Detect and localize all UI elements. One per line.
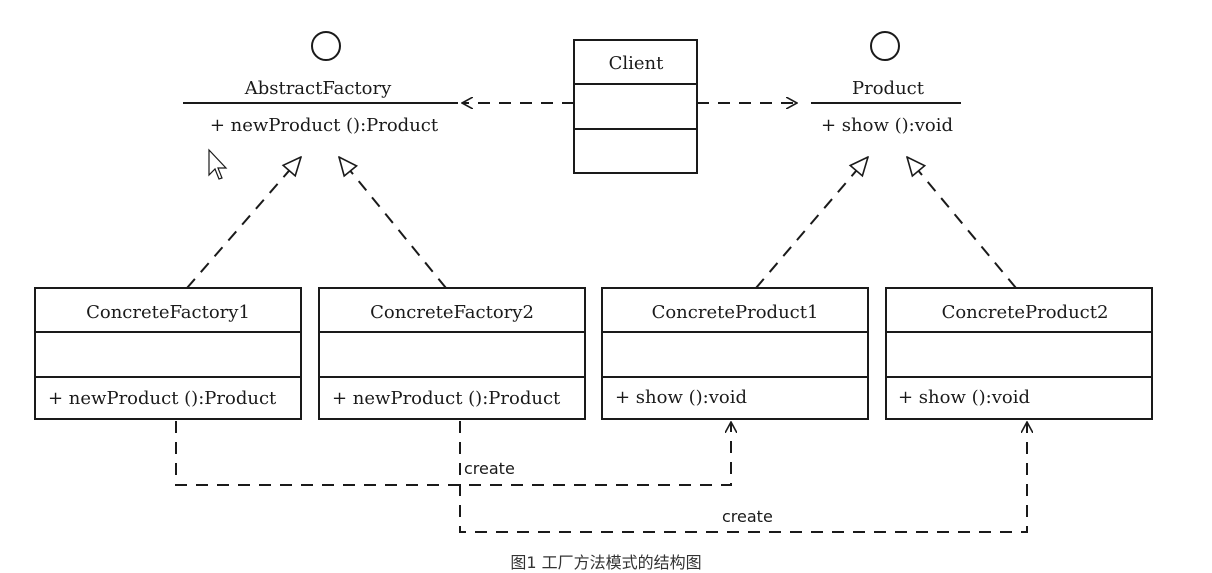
- concrete-product-1-box: [601, 287, 869, 420]
- create-label-2: create: [722, 507, 773, 526]
- product-interface: Product + show ():void: [811, 31, 961, 136]
- figure-caption: 图1 工厂方法模式的结构图: [510, 553, 702, 572]
- mouse-pointer-icon: [208, 148, 228, 180]
- abstract-factory-method: + newProduct ():Product: [210, 115, 439, 136]
- client-class: Client: [573, 39, 698, 174]
- product-name: Product: [852, 78, 925, 99]
- client-box: [573, 39, 698, 174]
- concrete-factory-2-box: [318, 287, 586, 420]
- concrete-factory-2-method: + newProduct ():Product: [332, 388, 561, 409]
- concrete-product-2-name: ConcreteProduct2: [942, 302, 1109, 323]
- product-2-realization-arrow: [907, 157, 1017, 289]
- create-dependency-1: [175, 421, 731, 486]
- concrete-product-1-class: ConcreteProduct1 + show ():void: [601, 287, 869, 420]
- abstract-factory-lollipop: [311, 31, 341, 61]
- client-name: Client: [609, 53, 665, 74]
- abstract-factory-interface: AbstractFactory + newProduct ():Product: [183, 31, 458, 136]
- factory-1-realization-arrow: [186, 157, 301, 289]
- factory-2-realization-arrow: [339, 157, 447, 289]
- concrete-product-1-name: ConcreteProduct1: [652, 302, 819, 323]
- concrete-factory-1-box: [34, 287, 302, 420]
- product-lollipop: [870, 31, 900, 61]
- create-label-1: create: [464, 459, 515, 478]
- concrete-product-2-method: + show ():void: [898, 387, 1030, 408]
- concrete-product-2-box: [885, 287, 1153, 420]
- concrete-factory-1-name: ConcreteFactory1: [86, 302, 250, 323]
- concrete-factory-1-class: ConcreteFactory1 + newProduct ():Product: [34, 287, 302, 420]
- product-method: + show ():void: [821, 115, 953, 136]
- concrete-product-2-class: ConcreteProduct2 + show ():void: [885, 287, 1153, 420]
- concrete-factory-2-class: ConcreteFactory2 + newProduct ():Product: [318, 287, 586, 420]
- abstract-factory-name: AbstractFactory: [244, 78, 392, 99]
- product-1-realization-arrow: [755, 157, 868, 289]
- concrete-factory-1-method: + newProduct ():Product: [48, 388, 277, 409]
- concrete-product-1-method: + show ():void: [615, 387, 747, 408]
- concrete-factory-2-name: ConcreteFactory2: [370, 302, 534, 323]
